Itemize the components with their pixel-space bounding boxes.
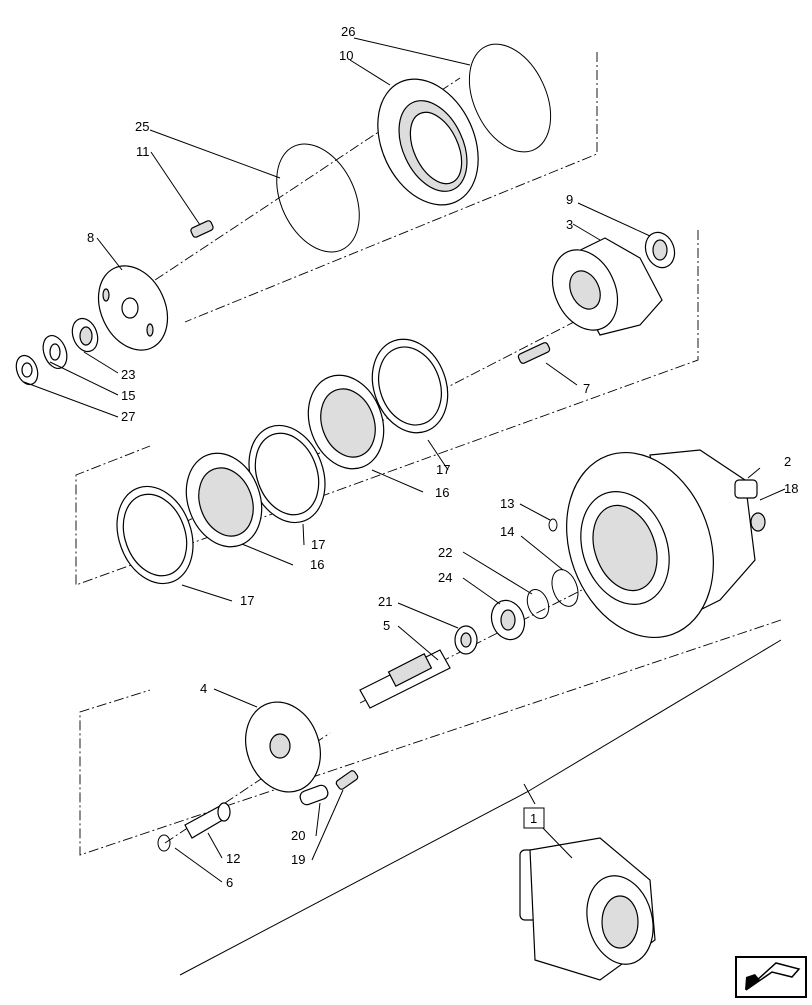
o-ring-25 (276, 143, 360, 253)
callout-12: 12 (226, 851, 240, 866)
callout-8: 8 (87, 230, 94, 245)
callout-22: 22 (438, 545, 452, 560)
callout-19: 19 (291, 852, 305, 867)
callout-25: 25 (135, 119, 149, 134)
shaft-5 (359, 649, 451, 709)
callout-3: 3 (566, 217, 573, 232)
callout-11: 11 (136, 144, 150, 159)
callout-9: 9 (566, 192, 573, 207)
spring-19 (335, 770, 359, 790)
callout-17-c: 17 (240, 593, 254, 608)
callout-1: 1 (530, 811, 537, 826)
housing-2 (566, 449, 766, 639)
callout-16-a: 16 (435, 485, 449, 500)
friction-discs (116, 338, 449, 585)
pin-20 (299, 784, 329, 806)
bearing-24 (490, 599, 526, 641)
small-ring-13 (548, 518, 558, 532)
callout-27: 27 (121, 409, 135, 424)
bearing-23 (71, 317, 99, 353)
pin-12 (184, 802, 231, 839)
ring-22 (526, 588, 550, 620)
callout-18: 18 (784, 481, 798, 496)
page-navigation-arrow-icon[interactable] (735, 956, 807, 998)
bearing-9 (644, 231, 676, 269)
callout-6: 6 (226, 875, 233, 890)
callout-7: 7 (583, 381, 590, 396)
ring-6 (157, 834, 171, 852)
assembled-motor-1 (519, 837, 656, 981)
callout-14: 14 (500, 524, 514, 539)
callout-20: 20 (291, 828, 305, 843)
callout-16-b: 16 (310, 557, 324, 572)
plate-4 (245, 701, 321, 793)
o-ring-26 (468, 43, 552, 153)
callout-17-a: 17 (436, 462, 450, 477)
spring-7 (517, 342, 551, 364)
piston-10 (377, 78, 479, 206)
callout-15: 15 (121, 388, 135, 403)
callout-4: 4 (200, 681, 207, 696)
callout-labels: 26 10 25 11 8 9 3 23 15 27 7 17 16 17 16… (87, 24, 798, 890)
leader-lines (23, 37, 786, 976)
callout-24: 24 (438, 570, 452, 585)
callout-23: 23 (121, 367, 135, 382)
washer-15 (42, 334, 68, 370)
callout-26: 26 (341, 24, 355, 39)
valve-plate-8 (97, 265, 169, 351)
callout-21: 21 (378, 594, 392, 609)
callout-5: 5 (383, 618, 390, 633)
callout-1-box (523, 807, 545, 829)
callout-13: 13 (500, 496, 514, 511)
callout-17-b: 17 (311, 537, 325, 552)
callout-10: 10 (339, 48, 353, 63)
spring-11 (190, 220, 214, 238)
cylinder-block-3 (551, 237, 663, 336)
callout-2: 2 (784, 454, 791, 469)
washer-27 (15, 354, 39, 386)
bushing-21 (454, 625, 478, 655)
snap-ring-14 (551, 569, 579, 607)
